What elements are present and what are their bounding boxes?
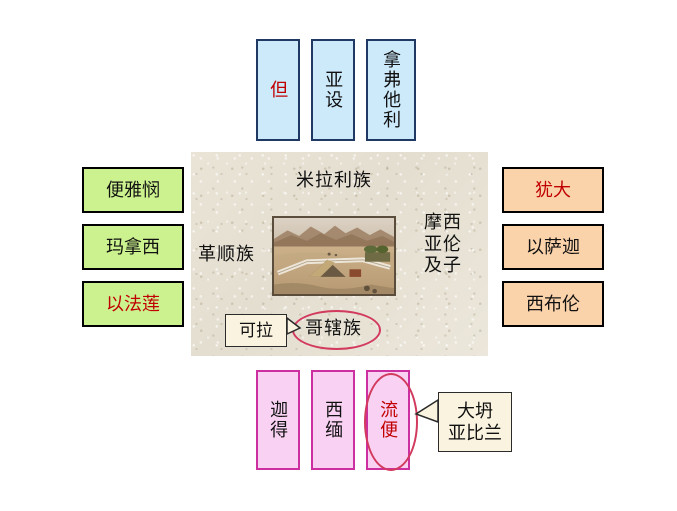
- tabernacle-camp-photo: [272, 216, 396, 296]
- tribe-box-zebulun[interactable]: 西布伦: [502, 281, 604, 327]
- tribe-box-benjamin[interactable]: 便雅悯: [82, 167, 184, 213]
- tribe-label-ephraim: 以法莲: [106, 293, 160, 314]
- tribe-box-ephraim[interactable]: 以法莲: [82, 281, 184, 327]
- tribe-label-asher: 亚设: [323, 70, 344, 110]
- tribe-box-asher[interactable]: 亚设: [311, 39, 355, 141]
- tribe-box-reuben[interactable]: 流便: [366, 370, 410, 470]
- center-label-moses-aaron-sons: 摩西 亚伦 及子: [424, 212, 462, 276]
- tribe-box-manasseh[interactable]: 玛拿西: [82, 224, 184, 270]
- tribe-label-reuben: 流便: [378, 400, 399, 440]
- tribe-box-gad[interactable]: 迦得: [256, 370, 300, 470]
- tribe-label-issachar: 以萨迦: [526, 236, 580, 257]
- tribe-label-gad: 迦得: [268, 400, 289, 440]
- callout-korah: 可拉: [225, 314, 287, 347]
- tribe-label-zebulun: 西布伦: [526, 293, 580, 314]
- callout-dathan-abiram: 大坍 亚比兰: [438, 392, 512, 452]
- center-label-kohath: 哥辖族: [305, 318, 362, 338]
- center-label-gershon: 革顺族: [198, 244, 255, 264]
- tribe-box-dan[interactable]: 但: [256, 39, 300, 141]
- tribe-label-simeon: 西缅: [323, 400, 344, 440]
- center-label-merari: 米拉利族: [296, 170, 372, 190]
- tribe-label-benjamin: 便雅悯: [106, 179, 160, 200]
- tribe-label-naphtali: 拿弗他利: [381, 50, 402, 130]
- tribe-label-dan: 但: [268, 80, 289, 100]
- tribe-box-judah[interactable]: 犹大: [502, 167, 604, 213]
- tribe-box-naphtali[interactable]: 拿弗他利: [366, 39, 416, 141]
- tribe-label-judah: 犹大: [535, 179, 571, 200]
- tribe-box-simeon[interactable]: 西缅: [311, 370, 355, 470]
- tribe-box-issachar[interactable]: 以萨迦: [502, 224, 604, 270]
- tribe-label-manasseh: 玛拿西: [106, 236, 160, 257]
